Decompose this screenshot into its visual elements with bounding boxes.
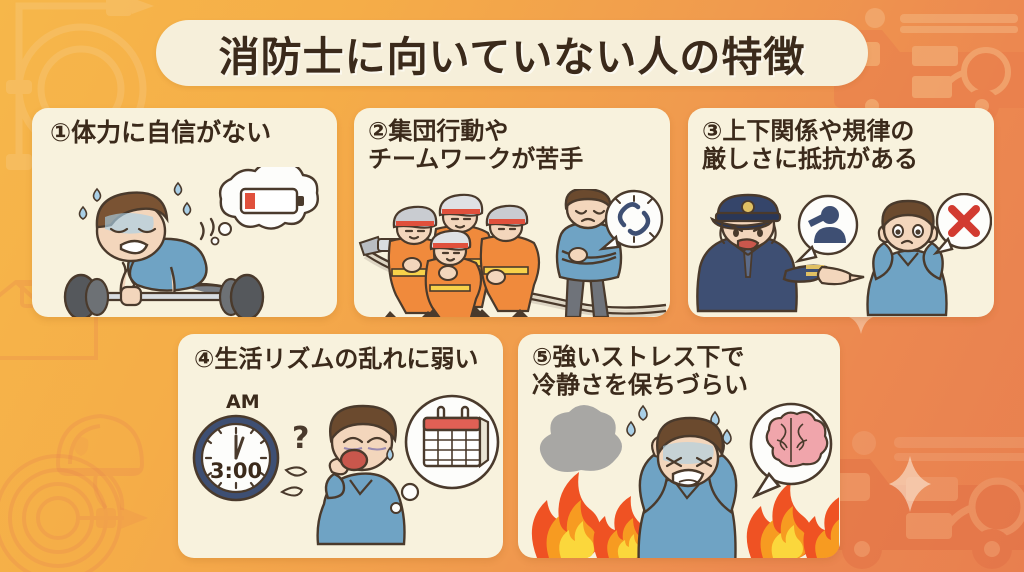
page-title: 消防士に向いていない人の特徴 (218, 33, 806, 81)
fire-hose-coil-bottom-left-icon (0, 446, 168, 572)
sparkle-icon (888, 456, 932, 512)
firefighter-helmet-bottom-left-icon (48, 396, 158, 516)
feature-card-5-title: ⑤強いストレス下で 冷静さを保ちづらい (532, 343, 748, 399)
svg-text:?: ? (292, 421, 309, 456)
broken-chain-icon (617, 202, 651, 236)
question-mark-icon: ? (292, 421, 309, 456)
feature-card-1-title: ①体力に自信がない (50, 118, 272, 147)
feature-card-5: ⑤強いストレス下で 冷静さを保ちづらい (518, 334, 840, 558)
feature-card-4-title: ④生活リズムの乱れに弱い (194, 345, 479, 373)
feature-card-3: ③上下関係や規律の 厳しさに抵抗がある (688, 108, 994, 317)
clock-time-label: 3:00 (209, 459, 261, 483)
feature-card-3-title: ③上下関係や規律の 厳しさに抵抗がある (702, 117, 918, 173)
flame-icon (746, 482, 813, 558)
feature-card-3-illustration (688, 193, 994, 317)
page-title-banner: 消防士に向いていない人の特徴 (156, 20, 868, 86)
feature-card-4: ④生活リズムの乱れに弱い AM (178, 334, 503, 558)
salute-silhouette-icon (808, 206, 846, 243)
calendar-icon (422, 405, 489, 469)
feature-card-2-illustration (354, 189, 670, 317)
flame-icon (803, 497, 839, 558)
clock-meridiem-label: AM (226, 391, 260, 413)
low-battery-icon (239, 187, 304, 215)
feature-card-4-illustration: AM 3:00 (178, 386, 503, 558)
flame-icon (531, 472, 601, 558)
feature-card-2-title: ②集団行動や チームワークが苦手 (368, 117, 584, 173)
flame-icon (593, 496, 649, 558)
feature-card-2: ②集団行動や チームワークが苦手 (354, 108, 670, 317)
feature-card-1-illustration (32, 167, 337, 317)
red-cross-icon (948, 205, 980, 237)
brain-icon (765, 410, 829, 468)
feature-card-5-illustration (518, 402, 840, 558)
feature-card-1: ①体力に自信がない (32, 108, 337, 317)
wall-clock-icon: 3:00 (192, 414, 279, 502)
